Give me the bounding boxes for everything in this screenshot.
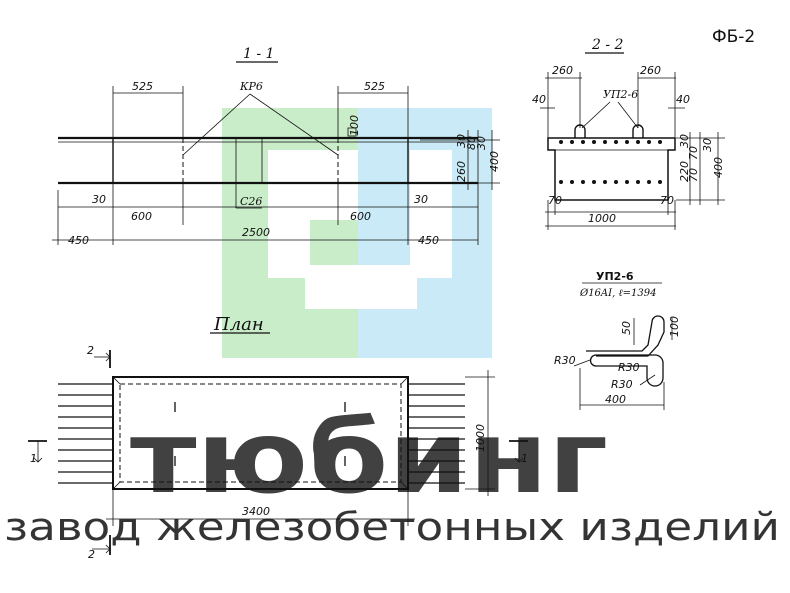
dim-v-30b: 30 [475, 136, 488, 150]
loop-dim-100: 100 [668, 316, 681, 337]
dim2-v-70b: 70 [687, 168, 700, 182]
plan-view: План [28, 314, 528, 561]
dim-450-right: 450 [418, 234, 439, 247]
dim-v-400: 400 [488, 151, 501, 172]
cut-mark-1-left: 1 [28, 440, 47, 465]
dim-30-right: 30 [414, 193, 428, 206]
dim2-v-220: 220 [678, 161, 691, 182]
dim-v-260: 260 [455, 161, 468, 182]
label-loop-up2-6: УП2-6 [603, 88, 638, 101]
dim-30-left: 30 [92, 193, 106, 206]
dim-40-right: 40 [676, 93, 690, 106]
block-cross-section [547, 137, 676, 201]
dim2-v-30: 30 [678, 134, 691, 148]
section-1-title: 1 - 1 [243, 46, 274, 62]
sheet-code: ФБ-2 [712, 27, 755, 47]
dim-600-right: 600 [350, 210, 371, 223]
loop-detail-spec: Ø16AI, ℓ=1394 [579, 288, 656, 299]
logo-cutout-mid [310, 150, 358, 220]
brand-name: тюбинг [130, 399, 608, 516]
dim-450-left: 450 [68, 234, 89, 247]
dim2-v-30b: 30 [701, 138, 714, 152]
loop-detail-title: УП2-6 [596, 270, 634, 283]
plan-title: План [213, 314, 264, 335]
brand-subtitle: завод железобетонных изделий [4, 505, 780, 549]
rebars-left [58, 383, 113, 484]
plan-block-outline [112, 376, 409, 490]
cut-mark-1-right: 1 [509, 440, 528, 465]
dim-v-30: 30 [455, 134, 468, 148]
section-2-title: 2 - 2 [591, 37, 624, 53]
loop-dim-400: 400 [605, 393, 626, 406]
dim-600-left: 600 [131, 210, 152, 223]
label-mesh-kr6: КР6 [239, 80, 263, 93]
loop-detail: УП2-6 Ø16AI, ℓ=1394 50 100 R30 R30 R30 4… [554, 270, 681, 410]
cut-mark-2-bottom: 2 [88, 535, 111, 561]
logo-cutout-left [268, 150, 310, 278]
loop-radius-2: R30 [618, 361, 640, 374]
cut-label-2-top: 2 [87, 344, 94, 357]
dim2-v-400: 400 [712, 157, 725, 178]
loop-radius-1: R30 [554, 354, 576, 367]
rebar-row-bottom [559, 180, 662, 184]
dim-260-right: 260 [640, 64, 661, 77]
dim-2500: 2500 [242, 226, 270, 239]
dim-260-left: 260 [552, 64, 573, 77]
section-1-1: 1 - 1 КР6 С26 525 525 [52, 46, 501, 247]
label-mesh-c26: С26 [240, 195, 262, 208]
dim-v-80: 80 [465, 136, 478, 150]
cut-label-2-bottom: 2 [88, 548, 95, 561]
cut-label-1-left: 1 [30, 452, 37, 465]
cut-mark-2-top: 2 [87, 344, 111, 368]
rebar-row-top [559, 140, 662, 144]
cut-label-1-right: 1 [521, 452, 528, 465]
loop-shape-upper [586, 315, 665, 357]
dim-v-100: 100 [348, 115, 361, 136]
plan-dim-3400: 3400 [242, 505, 270, 518]
plan-dim-1000: 1000 [474, 424, 487, 452]
logo-cutout-bottom [305, 265, 417, 309]
dim2-bottom-70-left: 70 [548, 194, 562, 207]
loop-shape-lower [589, 354, 664, 387]
dim2-bottom-70-right: 70 [660, 194, 674, 207]
section-2-2: 2 - 2 УП2-6 260 [532, 37, 725, 230]
loop-radius-3: R30 [611, 378, 633, 391]
dim-40-left: 40 [532, 93, 546, 106]
rebars-right [408, 383, 465, 484]
plan-mesh-outline [119, 383, 402, 483]
logo-cutout-right [410, 150, 452, 278]
brand-watermark: тюбинг завод железобетонных изделий [4, 399, 780, 549]
dim-525-left: 525 [132, 80, 153, 93]
dim2-1000: 1000 [588, 212, 616, 225]
dim-525-right: 525 [364, 80, 385, 93]
loop-dim-50: 50 [620, 321, 633, 335]
dim2-v-70: 70 [687, 146, 700, 160]
logo-watermark [222, 108, 492, 358]
